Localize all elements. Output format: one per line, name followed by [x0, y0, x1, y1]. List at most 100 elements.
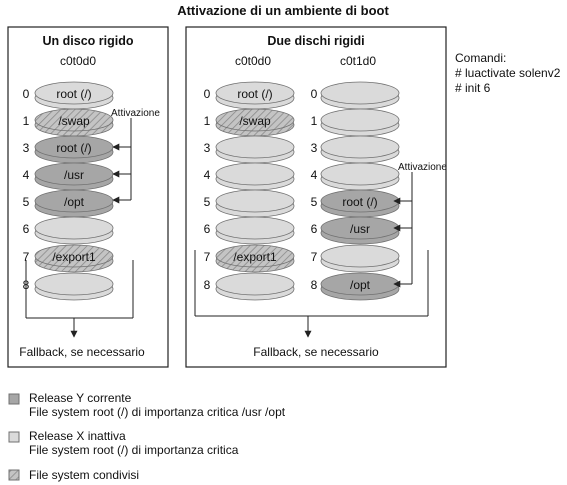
slice-label: root (/) [342, 195, 377, 209]
disk-slice-top [34, 244, 114, 268]
slice-number: 1 [204, 114, 211, 128]
slice-number: 5 [23, 195, 30, 209]
slice-number: 6 [23, 222, 30, 236]
slice-label: /swap [58, 114, 90, 128]
left-disk-slice-1: 1/swap [23, 108, 114, 137]
disk-slice-top [215, 135, 295, 159]
right-disk-b-slice-5: 5 root (/) [311, 189, 400, 218]
slice-number: 1 [23, 114, 30, 128]
right-disk-b-slice-6: 6/usr [311, 216, 400, 245]
slice-number: 3 [204, 141, 211, 155]
left-disk-label: c0t0d0 [60, 54, 96, 68]
slice-label: /opt [64, 195, 85, 209]
right-disk-a-slice-6: 6 [204, 216, 295, 245]
commands-heading: Comandi: [455, 51, 506, 65]
right-disk-a-slice-4: 4 [204, 162, 295, 191]
slice-number: 4 [311, 168, 318, 182]
slice-label: /export1 [233, 250, 277, 264]
disk-slice-top [215, 216, 295, 240]
slice-number: 5 [311, 195, 318, 209]
right-disk-a-slice-7: 7/export1 [204, 244, 295, 273]
disk-slice-top [34, 108, 114, 132]
right-disk-a-slice-1: 1/swap [204, 108, 295, 137]
right-panel-frame [185, 26, 447, 368]
disk-slice-top [320, 108, 400, 132]
disk-slice-top [320, 135, 400, 159]
right-disk-b-slice-3: 3 [311, 135, 400, 164]
right-panel-title: Due dischi rigidi [267, 34, 364, 48]
disk-slice-top [34, 272, 114, 296]
legend: Release Y corrente File system root (/) … [8, 391, 286, 482]
command-luactivate: # luactivate solenv2 [455, 66, 561, 80]
slice-number: 4 [204, 168, 211, 182]
slice-number: 8 [311, 278, 318, 292]
legend-inactive-line1: Release X inattiva [29, 429, 126, 443]
right-fallback-label: Fallback, se necessario [253, 345, 379, 359]
disk-slice-top [215, 162, 295, 186]
left-panel-title: Un disco rigido [43, 34, 134, 48]
slice-number: 0 [204, 87, 211, 101]
legend-swatch-shared [8, 469, 20, 481]
slice-number: 6 [311, 222, 318, 236]
right-disk-b-slice-7: 7 [311, 244, 400, 273]
left-disk-slice-6: 6 [23, 216, 114, 245]
slice-label: /opt [350, 278, 371, 292]
left-disk-slice-0: 0 root (/) [23, 81, 114, 110]
disk-slice-top [215, 189, 295, 213]
right-disk-a-slices: 0 root (/) 1/swap 3 4 5 6 7/export1 8 [204, 81, 295, 301]
legend-current-line1: Release Y corrente [29, 391, 132, 405]
disk-slice-top [34, 81, 114, 105]
left-disk-slice-3: 3 root (/) [23, 135, 114, 164]
slice-number: 7 [204, 250, 211, 264]
left-fallback-bracket [25, 260, 134, 338]
disk-slice-top [215, 244, 295, 268]
left-activation-label: Attivazione [111, 108, 160, 119]
slice-number: 3 [23, 141, 30, 155]
left-activation-arrows [112, 118, 132, 204]
disk-slice-top [320, 162, 400, 186]
slice-label: root (/) [56, 87, 91, 101]
legend-shared-line1: File system condivisi [29, 468, 139, 482]
slice-number: 7 [23, 250, 30, 264]
legend-current-line2: File system root (/) di importanza criti… [29, 405, 286, 419]
disk-slice-top [215, 108, 295, 132]
right-disk-b-slice-1: 1 [311, 108, 400, 137]
right-disk-b-slice-4: 4 [311, 162, 400, 191]
right-disk-a-slice-0: 0 root (/) [204, 81, 295, 110]
slice-number: 8 [204, 278, 211, 292]
slice-label: root (/) [56, 141, 91, 155]
slice-label: /swap [239, 114, 271, 128]
disk-slice-top [215, 272, 295, 296]
slice-label: /usr [350, 222, 370, 236]
slice-number: 0 [311, 87, 318, 101]
slice-number: 3 [311, 141, 318, 155]
slice-number: 1 [311, 114, 318, 128]
legend-inactive-line2: File system root (/) di importanza criti… [29, 443, 239, 457]
disk-slice-top [320, 244, 400, 268]
disk-slice-top [320, 81, 400, 105]
left-fallback-label: Fallback, se necessario [19, 345, 145, 359]
left-disk-slice-8: 8 [23, 272, 114, 301]
slice-label: /export1 [52, 250, 96, 264]
right-disk-a-slice-8: 8 [204, 272, 295, 301]
slice-number: 4 [23, 168, 30, 182]
right-activation-arrows [393, 172, 413, 288]
right-disk-a-label: c0t0d0 [235, 54, 271, 68]
right-fallback-bracket [194, 250, 429, 338]
disk-slice-top [34, 216, 114, 240]
slice-number: 5 [204, 195, 211, 209]
slice-label: root (/) [237, 87, 272, 101]
command-init: # init 6 [455, 81, 491, 95]
left-disk-slice-5: 5/opt [23, 189, 114, 218]
diagram-title: Attivazione di un ambiente di boot [177, 3, 389, 18]
left-disk-slice-4: 4/usr [23, 162, 114, 191]
right-disk-b-label: c0t1d0 [340, 54, 376, 68]
slice-number: 6 [204, 222, 211, 236]
right-disk-b-slice-0: 0 [311, 81, 400, 110]
slice-label: /usr [64, 168, 84, 182]
slice-number: 0 [23, 87, 30, 101]
